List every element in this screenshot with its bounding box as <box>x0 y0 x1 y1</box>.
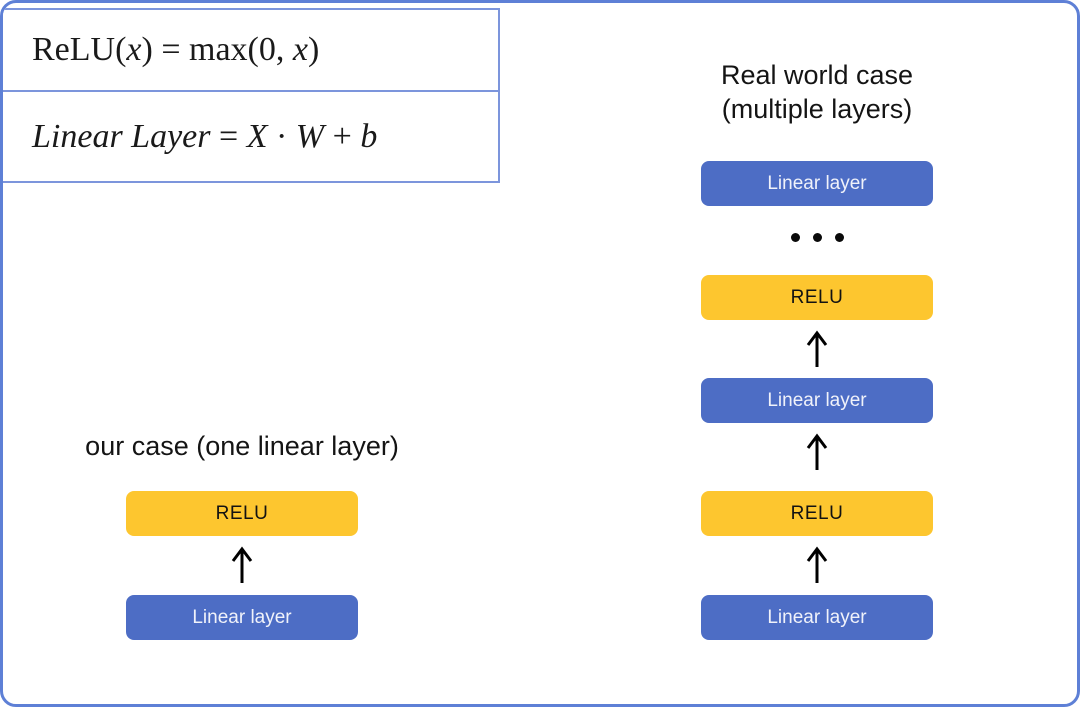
formula-part: Linear Layer <box>32 117 211 155</box>
formula-part: = <box>210 117 247 155</box>
layer-box-linear: Linear layer <box>701 378 933 423</box>
right-section-title-line2: (multiple layers) <box>721 94 913 124</box>
linear-formula-box: Linear Layer = X · W + b <box>3 90 500 183</box>
dot-icon <box>790 233 800 242</box>
layer-box-relu: RELU <box>701 491 933 536</box>
layer-label: Linear layer <box>767 389 867 411</box>
formula-part: + <box>324 117 361 155</box>
formula-part: ) = max(0, <box>141 31 293 68</box>
layer-label: RELU <box>790 502 844 524</box>
layer-box-linear: Linear layer <box>701 595 933 640</box>
layer-label: Linear layer <box>192 606 292 628</box>
layer-label: RELU <box>215 502 269 524</box>
formula-part: W <box>295 117 325 155</box>
right-section-title-line1: Real world case <box>720 60 914 90</box>
arrow-up-icon <box>806 433 828 470</box>
arrow-up-icon <box>806 330 828 367</box>
formula-part: · <box>267 117 296 155</box>
layer-box-relu: RELU <box>126 491 358 536</box>
formula-part: x <box>126 31 142 68</box>
layer-box-relu: RELU <box>701 275 933 320</box>
formula-part: ) <box>307 31 320 68</box>
layer-label: Linear layer <box>767 606 867 628</box>
layer-label: Linear layer <box>767 172 867 194</box>
right-section-title: Real world case (multiple layers) <box>663 58 971 126</box>
layer-box-linear: Linear layer <box>126 595 358 640</box>
dot-icon <box>834 233 844 242</box>
layer-box-linear: Linear layer <box>701 161 933 206</box>
relu-formula-box: ReLU(x) = max(0, x) <box>3 8 500 92</box>
formula-part: x <box>292 31 308 68</box>
left-section-title: our case (one linear layer) <box>85 431 399 461</box>
arrow-up-icon <box>806 546 828 583</box>
ellipsis-icon <box>701 233 933 242</box>
layer-label: RELU <box>790 286 844 308</box>
dot-icon <box>812 233 822 242</box>
arrow-up-icon <box>231 546 253 583</box>
formula-part: X <box>246 117 268 155</box>
formula-part: ReLU( <box>32 31 127 68</box>
formula-part: b <box>360 117 378 155</box>
